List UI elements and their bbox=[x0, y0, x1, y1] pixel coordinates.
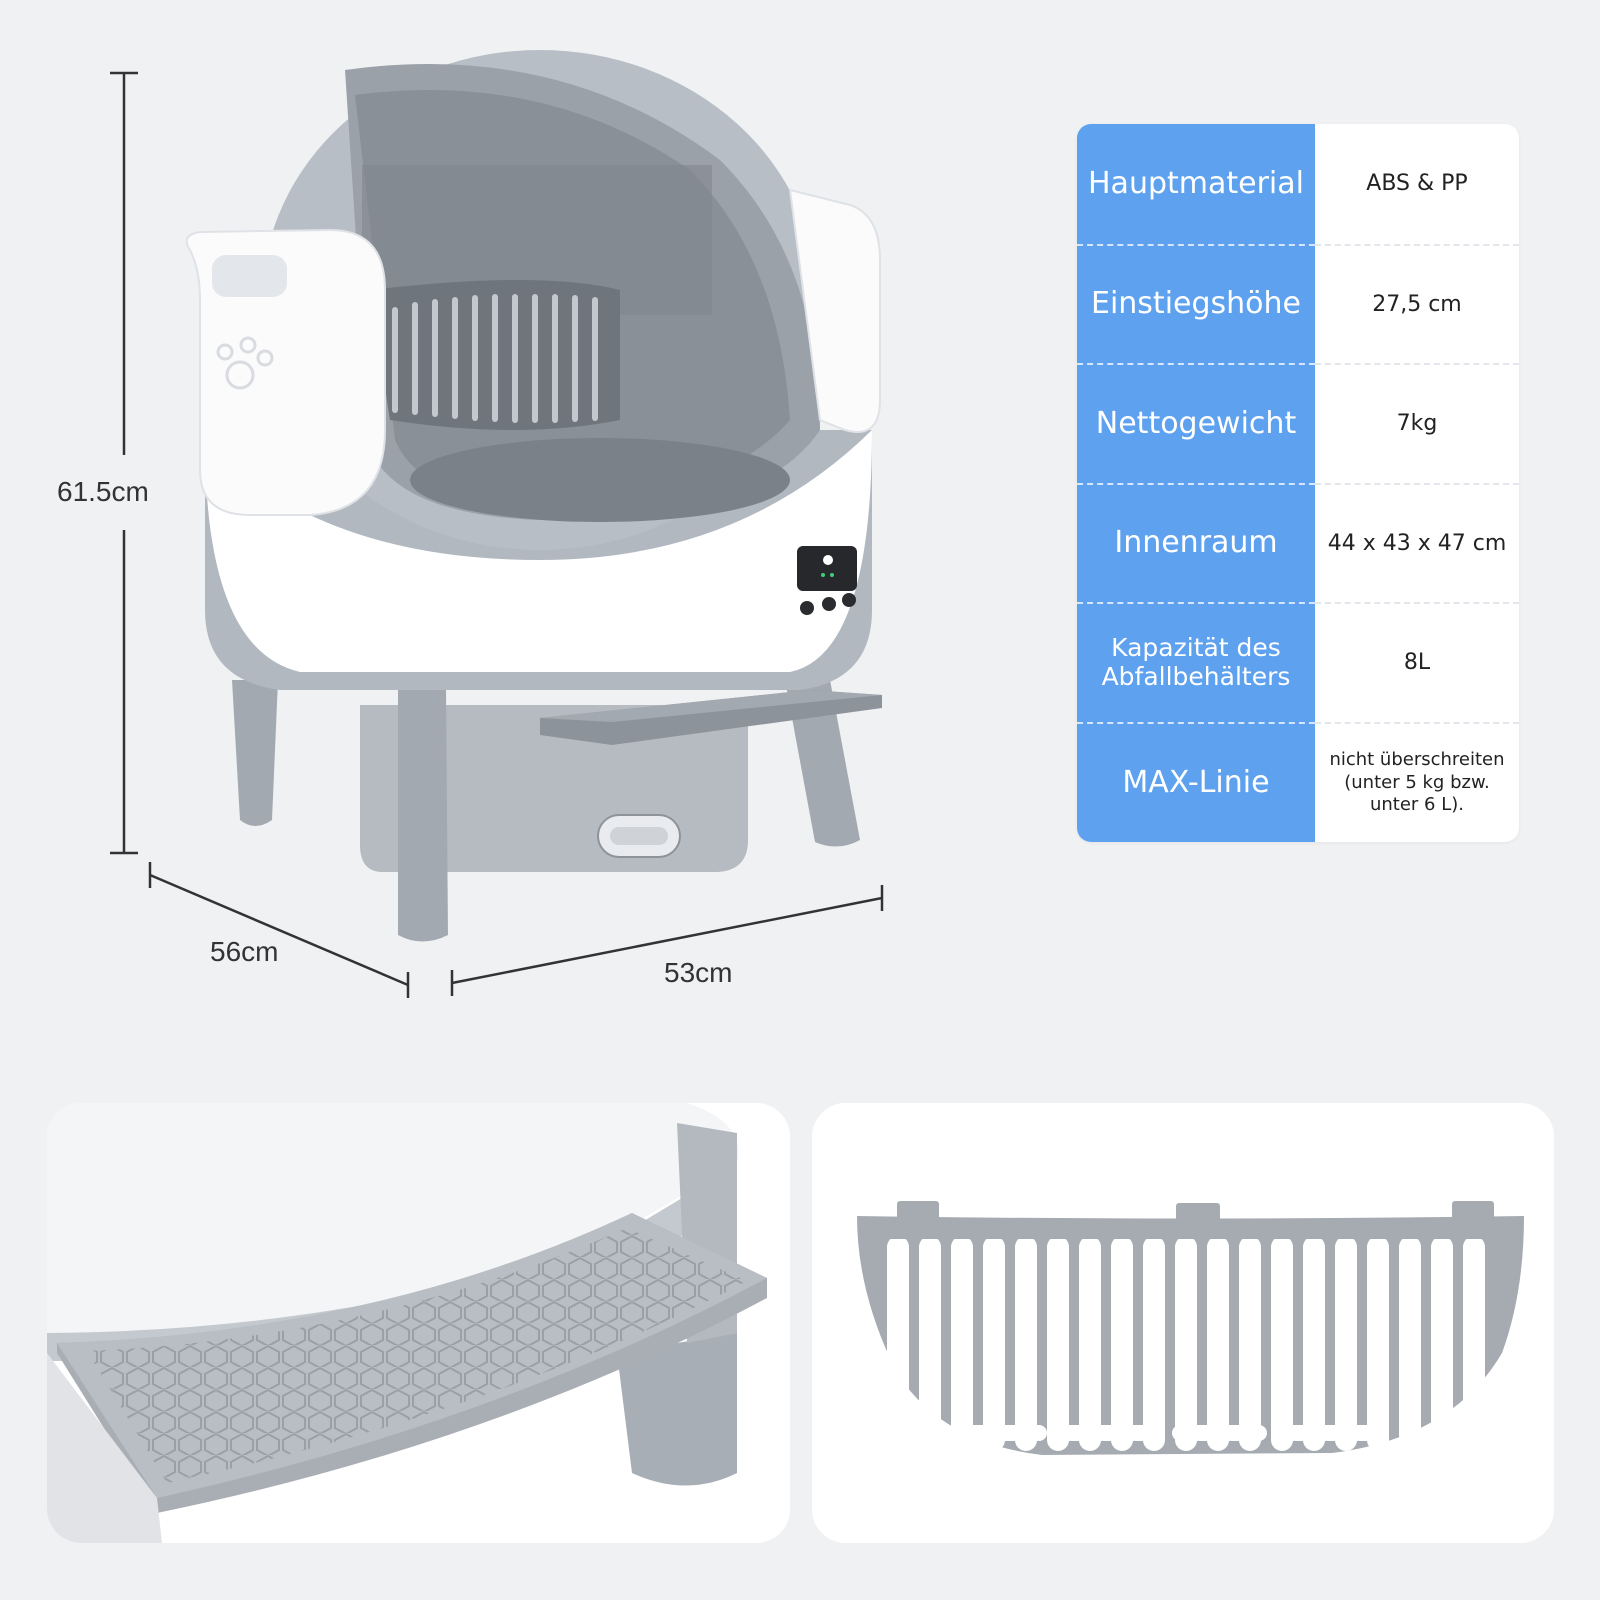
product-illustration bbox=[110, 50, 884, 998]
width-dimension-line bbox=[450, 885, 884, 996]
spec-key: Innenraum bbox=[1077, 482, 1315, 603]
control-panel bbox=[797, 546, 857, 615]
height-dimension-label: 61.5cm bbox=[57, 476, 149, 507]
spec-row-waste-capacity: Kapazität des Abfallbehälters 8L bbox=[1077, 602, 1519, 722]
legs bbox=[232, 680, 860, 942]
spec-key: Hauptmaterial bbox=[1077, 124, 1315, 244]
spec-value: ABS & PP bbox=[1366, 171, 1468, 197]
spec-value: nicht überschreiten (unter 5 kg bzw. unt… bbox=[1315, 721, 1519, 842]
spec-key: Kapazität des Abfallbehälters bbox=[1077, 602, 1315, 722]
spec-row-entry-height: Einstiegshöhe 27,5 cm bbox=[1077, 243, 1519, 364]
height-dimension-line bbox=[110, 71, 138, 855]
width-dimension-label: 53cm bbox=[664, 957, 733, 988]
spec-row-interior: Innenraum 44 x 43 x 47 cm bbox=[1077, 482, 1519, 603]
spec-row-net-weight: Nettogewicht 7kg bbox=[1077, 363, 1519, 483]
spec-value: 7kg bbox=[1315, 363, 1519, 483]
waste-drawer bbox=[360, 705, 748, 872]
right-handle bbox=[788, 188, 881, 433]
spec-row-max-line: MAX-Linie nicht überschreiten (unter 5 k… bbox=[1077, 721, 1519, 842]
litter-mat bbox=[540, 690, 882, 745]
grate-image bbox=[812, 1103, 1554, 1543]
spec-key: MAX-Linie bbox=[1077, 721, 1315, 842]
mat-closeup-panel bbox=[47, 1103, 790, 1543]
spec-key: Einstiegshöhe bbox=[1077, 243, 1315, 364]
spec-value: 27,5 cm bbox=[1315, 243, 1519, 364]
spec-row-material: Hauptmaterial ABS & PP bbox=[1077, 124, 1519, 244]
depth-dimension-line bbox=[148, 862, 410, 998]
mat-closeup-image bbox=[47, 1103, 790, 1543]
drum-grate bbox=[370, 280, 620, 430]
spec-key: Nettogewicht bbox=[1077, 363, 1315, 483]
spec-value: 8L bbox=[1315, 602, 1519, 722]
spec-value: 44 x 43 x 47 cm bbox=[1315, 482, 1519, 603]
left-handle bbox=[185, 228, 386, 516]
spec-table: Hauptmaterial ABS & PP Einstiegshöhe 27,… bbox=[1077, 124, 1519, 842]
depth-dimension-label: 56cm bbox=[210, 936, 279, 967]
drum bbox=[262, 50, 820, 550]
grate-panel bbox=[812, 1103, 1554, 1543]
